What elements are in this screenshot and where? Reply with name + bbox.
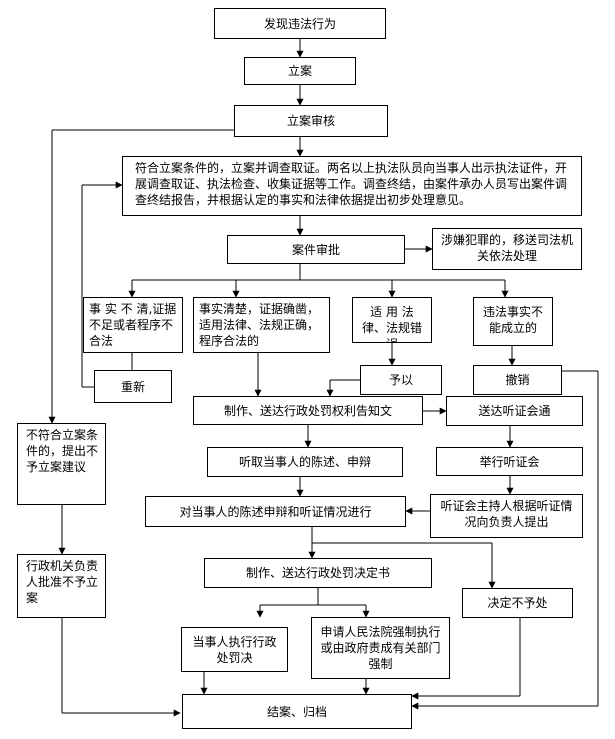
hearing-report-label: 听证会主持人根据听证情况向负责人提出 xyxy=(440,499,573,529)
close-case-node: 结案、归档 xyxy=(182,694,412,729)
not-meet-conditions-label: 不符合立案条件的，提出不予立案建议 xyxy=(26,428,99,474)
case-approval-node: 案件审批 xyxy=(227,235,405,264)
court-enforcement-node: 申请人民法院强制执行或由政府责成有关部门强制 xyxy=(311,617,450,679)
penalty-decision-node: 制作、送达行政处罚决定书 xyxy=(204,558,432,588)
hearing-report-node: 听证会主持人根据听证情况向负责人提出 xyxy=(430,494,583,538)
redo-node: 重新 xyxy=(94,370,172,403)
investigation-node: 符合立案条件的，立案并调查取证。两名以上执法队员向当事人出示执法证件，开展调查取… xyxy=(122,156,582,216)
clear-facts-label: 事实清楚，证据确凿，适用法律、法规正确，程序合法的 xyxy=(199,302,320,348)
transfer-judicial-node: 涉嫌犯罪的，移送司法机关依法处理 xyxy=(432,228,582,270)
decide-no-penalty-label: 决定不予处 xyxy=(487,596,548,610)
unclear-facts-node: 事 实 不 清,证据不足或者程序不合法 xyxy=(83,297,183,353)
party-executes-label: 当事人执行行政处罚决 xyxy=(192,635,277,665)
give-label: 予以 xyxy=(388,373,413,387)
transfer-judicial-label: 涉嫌犯罪的，移送司法机关依法处理 xyxy=(440,233,573,263)
party-executes-node: 当事人执行行政处罚决 xyxy=(181,627,288,672)
hold-hearing-node: 举行听证会 xyxy=(436,447,583,476)
revoke-label: 撤销 xyxy=(505,373,530,387)
wrong-law-label: 适 用 法 律、法规错误 xyxy=(361,305,422,342)
no-filing-approval-label: 行政机关负责人批准不予立案 xyxy=(26,559,99,605)
hear-statement-label: 听取当事人的陈述、申辩 xyxy=(238,455,371,469)
unclear-facts-label: 事 实 不 清,证据不足或者程序不合法 xyxy=(89,302,177,348)
violation-not-established-node: 违法事实不能成立的 xyxy=(473,297,553,346)
close-case-label: 结案、归档 xyxy=(266,704,327,719)
redo-label: 重新 xyxy=(120,379,145,394)
hold-hearing-label: 举行听证会 xyxy=(479,454,540,469)
review-statement-label: 对当事人的陈述申辩和听证情况进行 xyxy=(179,504,372,519)
violation-not-established-label: 违法事实不能成立的 xyxy=(482,305,543,335)
revoke-node: 撤销 xyxy=(473,365,562,395)
penalty-notice-label: 制作、送达行政处罚权利告知文 xyxy=(223,403,392,418)
not-meet-conditions-node: 不符合立案条件的，提出不予立案建议 xyxy=(17,423,106,505)
review-filing-label: 立案审核 xyxy=(286,114,335,128)
review-statement-node: 对当事人的陈述申辩和听证情况进行 xyxy=(145,496,406,527)
court-enforcement-label: 申请人民法院强制执行或由政府责成有关部门强制 xyxy=(320,625,441,671)
case-approval-label: 案件审批 xyxy=(291,242,340,257)
discover-violation-node: 发现违法行为 xyxy=(214,8,386,39)
discover-violation-label: 发现违法行为 xyxy=(263,16,336,31)
give-node: 予以 xyxy=(360,365,442,395)
hearing-notice-node: 送达听证会通 xyxy=(446,396,583,426)
hearing-notice-label: 送达听证会通 xyxy=(478,404,551,418)
file-case-node: 立案 xyxy=(244,57,356,85)
no-filing-approval-node: 行政机关负责人批准不予立案 xyxy=(17,554,106,618)
decide-no-penalty-node: 决定不予处 xyxy=(462,588,573,618)
hear-statement-node: 听取当事人的陈述、申辩 xyxy=(207,447,403,477)
clear-facts-node: 事实清楚，证据确凿，适用法律、法规正确，程序合法的 xyxy=(193,297,330,353)
review-filing-node: 立案审核 xyxy=(234,105,388,137)
penalty-decision-label: 制作、送达行政处罚决定书 xyxy=(245,566,390,580)
wrong-law-node: 适 用 法 律、法规错误 xyxy=(352,297,432,343)
investigation-label: 符合立案条件的，立案并调查取证。两名以上执法队员向当事人出示执法证件，开展调查取… xyxy=(135,161,568,207)
file-case-label: 立案 xyxy=(287,64,312,78)
penalty-notice-node: 制作、送达行政处罚权利告知文 xyxy=(193,396,423,425)
